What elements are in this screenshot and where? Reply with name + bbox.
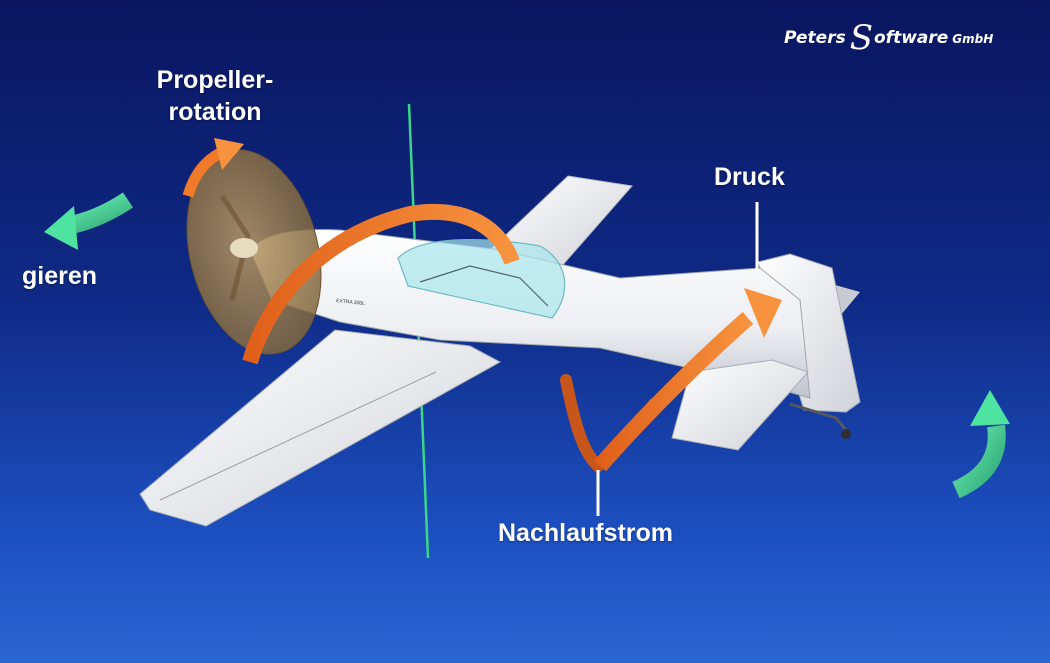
propeller-rotation-label-line2: rotation (168, 98, 262, 126)
left-yaw-arrowhead (44, 206, 78, 250)
propeller-rotation-arrowhead (214, 138, 244, 170)
left-wing (139, 329, 502, 527)
druck-label: Druck (714, 163, 785, 191)
slipstream-arrowhead (744, 288, 782, 338)
propeller-rotation-label: Propeller- rotation (150, 64, 280, 128)
canopy (397, 238, 566, 319)
spinner (230, 238, 258, 258)
logo-s-glyph: S (849, 18, 873, 58)
aileron-line (159, 371, 437, 501)
right-yaw-arrowhead (970, 390, 1010, 426)
nachlaufstrom-label: Nachlaufstrom (498, 519, 674, 547)
tail-wheel (841, 429, 851, 439)
propeller-blade (219, 194, 251, 301)
logo-oftware-text: oftware (874, 28, 949, 48)
tail-wheel-strut (789, 402, 848, 431)
slipstream-spiral-tail (593, 311, 754, 472)
logo-gmbh-text: GmbH (952, 32, 994, 46)
right-yaw-arrow (952, 424, 1006, 499)
fuselage-marking: EXTRA 300L (336, 298, 366, 307)
logo-peters-text: Peters (784, 28, 846, 48)
cockpit-frame (419, 265, 549, 307)
gieren-label: gieren (22, 262, 98, 290)
propeller-rotation-label-line1: Propeller- (156, 66, 274, 94)
stabilizer-near (671, 359, 809, 451)
slipstream-spiral-front (242, 204, 520, 365)
